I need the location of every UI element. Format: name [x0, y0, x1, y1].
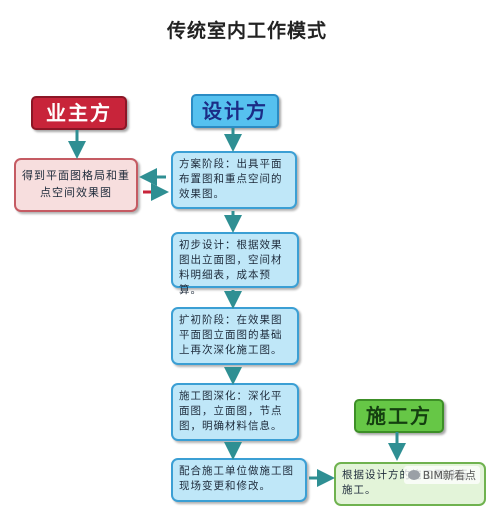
owner-header: 业主方: [31, 96, 127, 130]
design-step-2: 初步设计：根据效果图出立面图，空间材料明细表，成本预算。: [171, 232, 299, 296]
diagram-title: 传统室内工作模式: [166, 20, 327, 42]
watermark-text: BIM新看点: [422, 469, 476, 482]
watermark: BIM新看点: [403, 466, 480, 484]
wechat-icon: [407, 470, 420, 480]
design-step-3: 扩初阶段：在效果图平面图立面图的基础上再次深化施工图。: [171, 307, 299, 365]
design-step-1: 方案阶段：出具平面布置图和重点空间的效果图。: [171, 151, 297, 209]
design-step-5: 配合施工单位做施工图现场变更和修改。: [171, 458, 307, 502]
owner-step-box: 得到平面图格局和重点空间效果图: [14, 158, 138, 212]
builder-header: 施工方: [354, 399, 444, 433]
designer-header: 设计方: [191, 94, 279, 128]
